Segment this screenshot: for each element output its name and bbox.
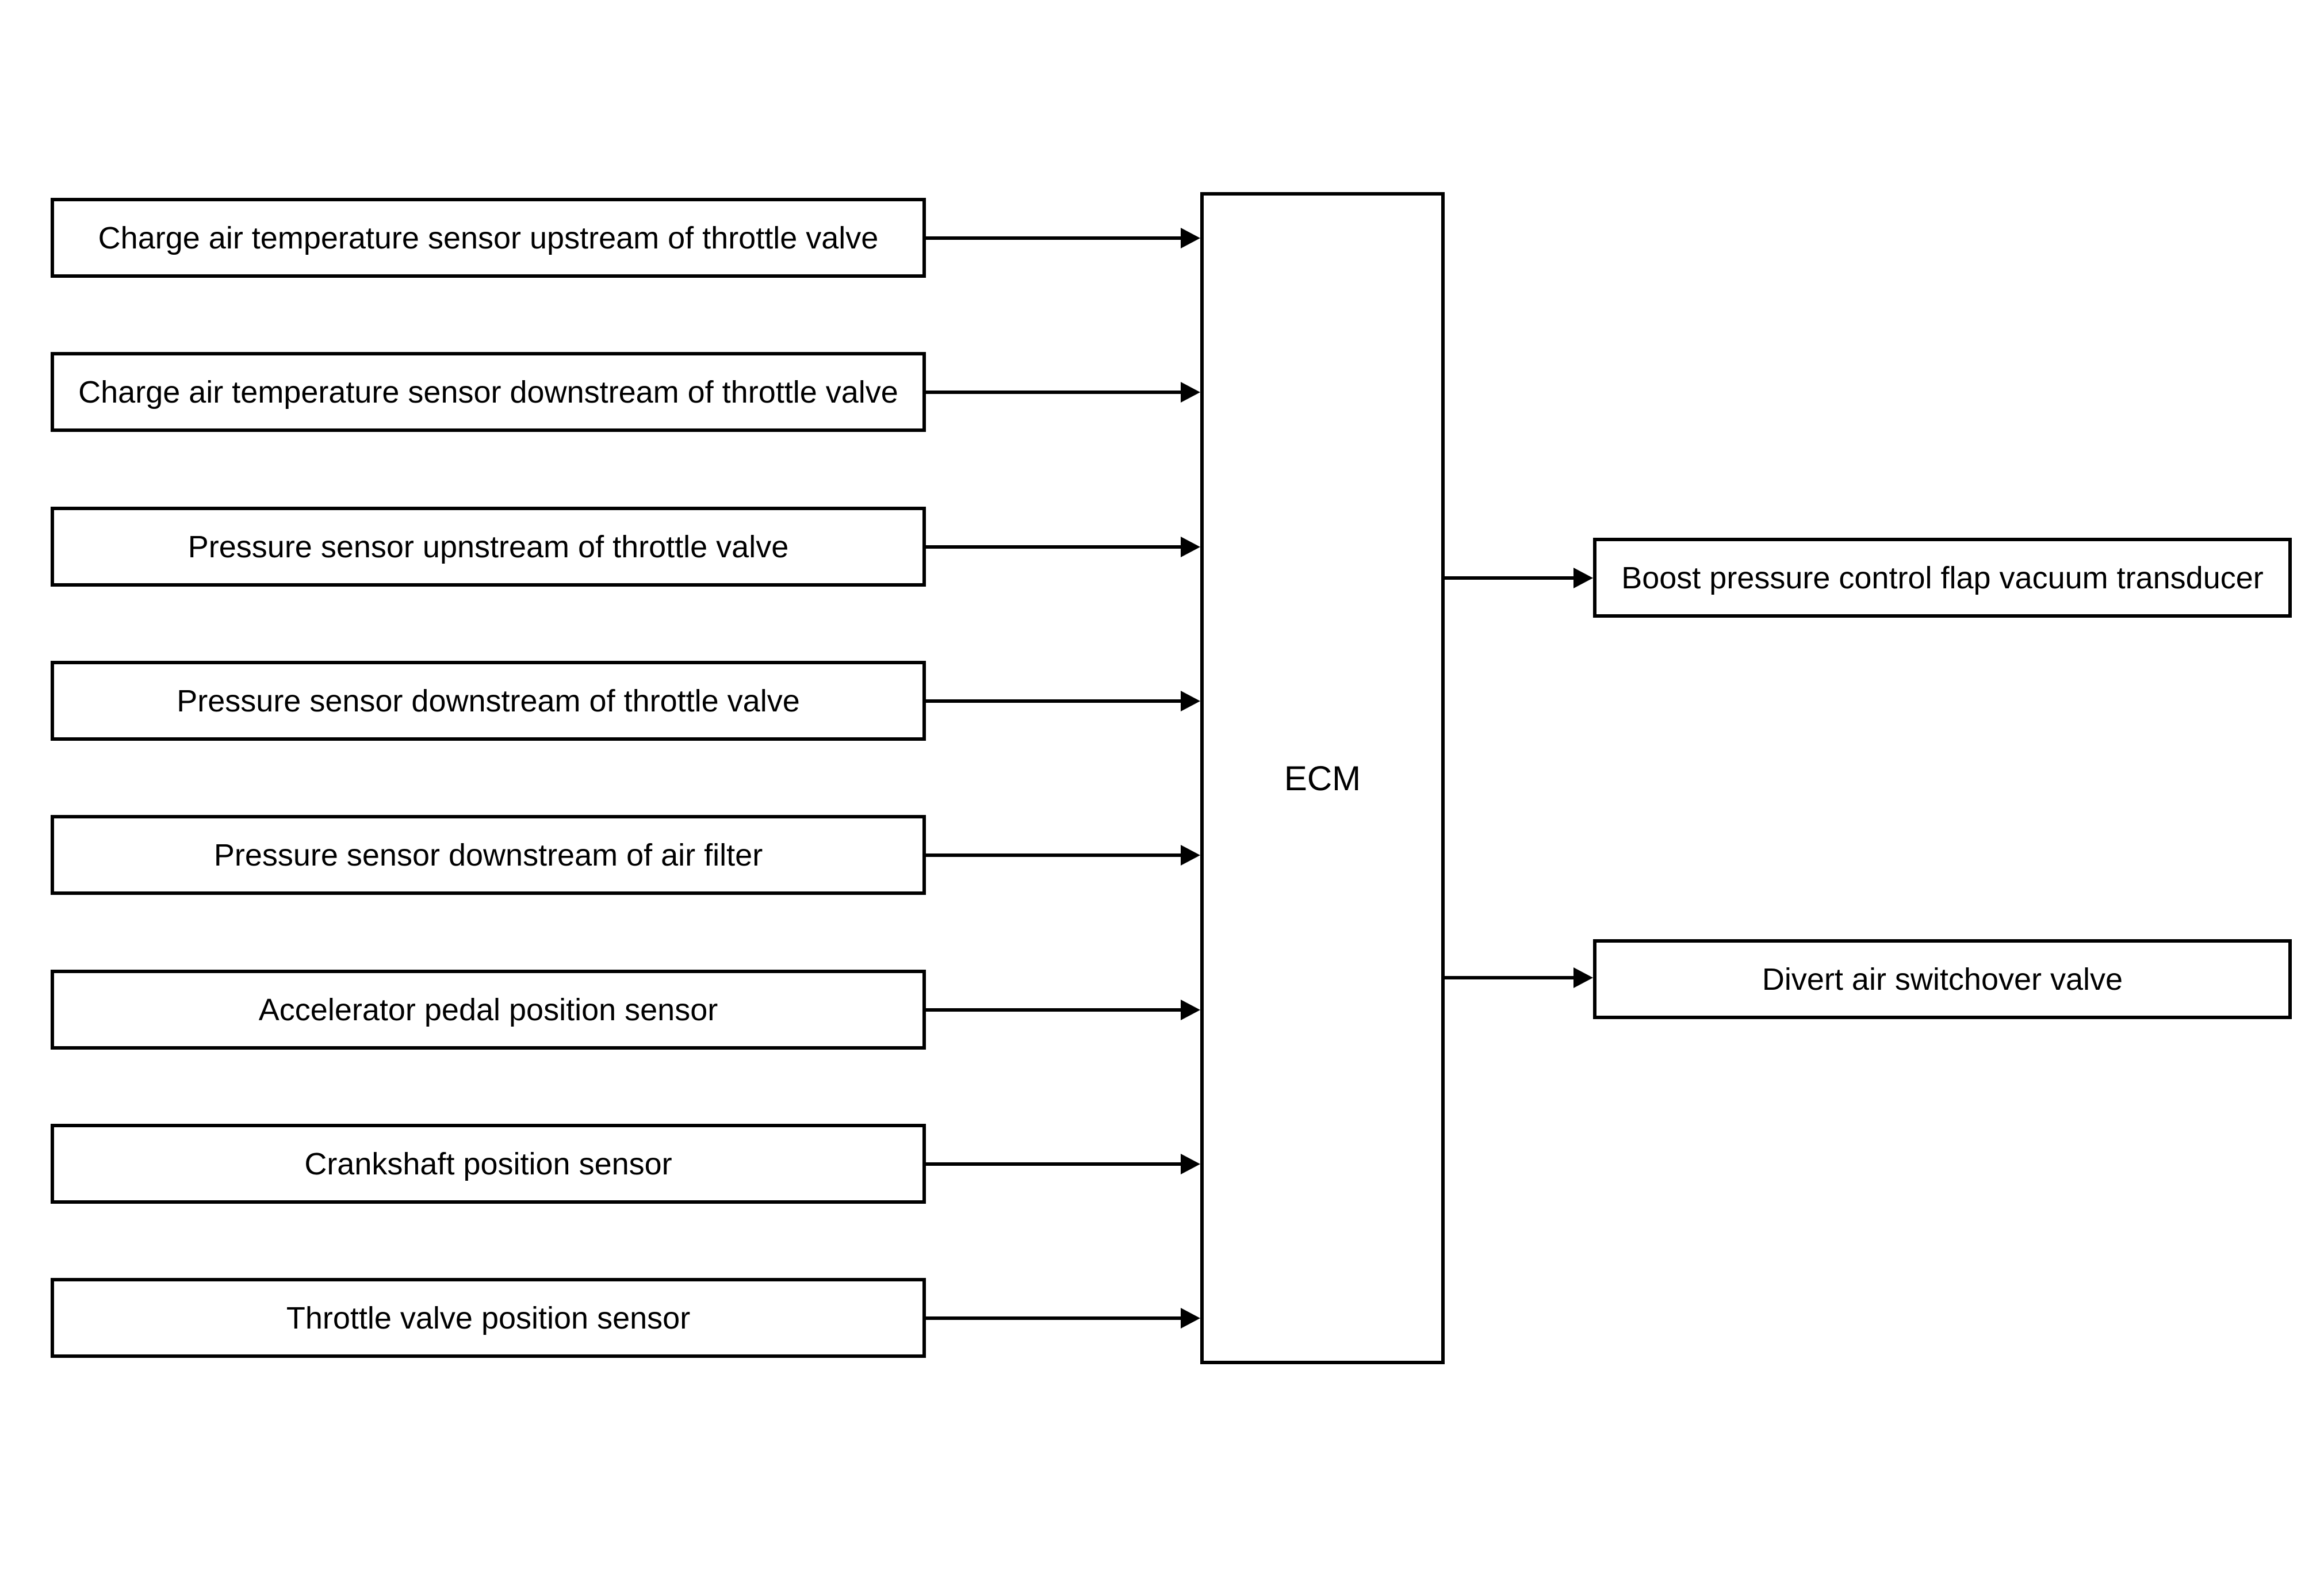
arrowhead-icon [1181, 382, 1200, 403]
arrow-line [926, 391, 1182, 394]
input-box-accelerator-pedal-position: Accelerator pedal position sensor [51, 970, 926, 1050]
arrowhead-icon [1181, 228, 1200, 248]
output-box-boost-pressure-transducer: Boost pressure control flap vacuum trans… [1593, 538, 2292, 618]
output-box-label: Boost pressure control flap vacuum trans… [1621, 560, 2264, 595]
arrowhead-icon [1181, 1154, 1200, 1174]
arrow-line [926, 1316, 1182, 1320]
arrowhead-icon [1181, 691, 1200, 711]
input-box-charge-air-temp-upstream: Charge air temperature sensor upstream o… [51, 198, 926, 278]
ecm-label: ECM [1284, 759, 1361, 798]
arrow-line [1445, 576, 1573, 580]
arrow-line [926, 699, 1182, 703]
arrowhead-icon [1181, 845, 1200, 866]
input-box-pressure-downstream-throttle: Pressure sensor downstream of throttle v… [51, 661, 926, 741]
input-box-label: Charge air temperature sensor upstream o… [98, 220, 879, 255]
arrowhead-icon [1181, 1000, 1200, 1020]
input-box-pressure-downstream-air-filter: Pressure sensor downstream of air filter [51, 815, 926, 895]
input-box-label: Pressure sensor upnstream of throttle va… [187, 529, 789, 564]
ecm-box: ECM [1200, 192, 1445, 1364]
arrowhead-icon [1573, 568, 1593, 588]
input-box-label: Pressure sensor downstream of air filter [213, 837, 763, 872]
input-box-charge-air-temp-downstream: Charge air temperature sensor downstream… [51, 352, 926, 432]
arrow-line [926, 1162, 1182, 1166]
arrow-line [1445, 976, 1573, 979]
input-box-label: Throttle valve position sensor [286, 1300, 691, 1335]
input-box-label: Charge air temperature sensor downstream… [78, 374, 898, 409]
output-box-label: Divert air switchover valve [1762, 962, 2123, 997]
input-box-label: Crankshaft position sensor [304, 1146, 672, 1181]
arrow-line [926, 853, 1182, 857]
arrow-line [926, 1008, 1182, 1012]
input-box-pressure-upstream-throttle: Pressure sensor upnstream of throttle va… [51, 507, 926, 587]
input-box-label: Accelerator pedal position sensor [258, 992, 718, 1027]
input-box-crankshaft-position: Crankshaft position sensor [51, 1124, 926, 1204]
input-box-label: Pressure sensor downstream of throttle v… [177, 683, 800, 718]
arrow-line [926, 545, 1182, 549]
arrow-line [926, 236, 1182, 240]
input-box-throttle-valve-position: Throttle valve position sensor [51, 1278, 926, 1358]
arrowhead-icon [1181, 537, 1200, 557]
arrowhead-icon [1181, 1308, 1200, 1329]
output-box-divert-air-switchover-valve: Divert air switchover valve [1593, 939, 2292, 1019]
arrowhead-icon [1573, 967, 1593, 988]
